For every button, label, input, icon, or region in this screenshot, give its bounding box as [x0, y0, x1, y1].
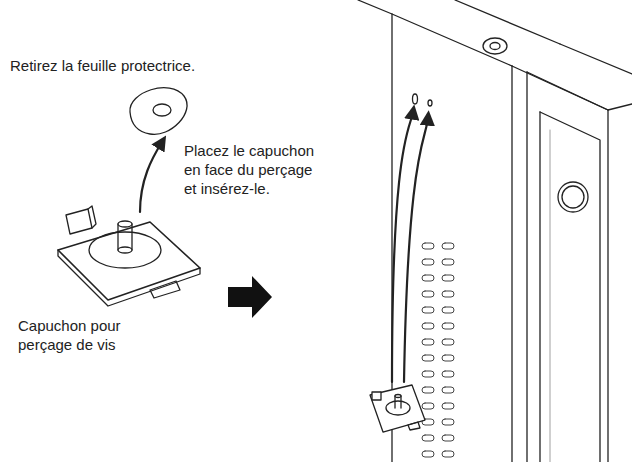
device-body — [358, 0, 632, 462]
protective-sheet — [130, 88, 187, 212]
step-arrow — [228, 276, 272, 318]
instruction-label: Capuchon pour perçage de vis — [18, 316, 142, 354]
screw-cap-installed — [370, 112, 428, 432]
screw-hole-cap — [58, 206, 200, 306]
instruction-label: Retirez la feuille protectrice. — [10, 56, 270, 75]
instruction-label: Placez le capuchon en face du perçage et… — [184, 141, 326, 198]
